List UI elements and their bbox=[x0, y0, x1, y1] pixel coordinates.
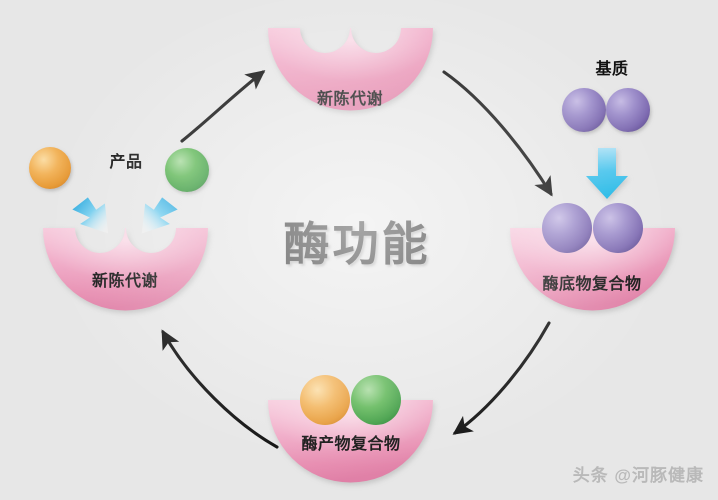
enzyme-product-complex bbox=[268, 375, 433, 483]
enzyme-release-label: 新陈代谢 bbox=[91, 273, 159, 290]
cycle-arrows bbox=[161, 70, 553, 449]
substrate-sphere-right bbox=[593, 203, 643, 253]
substrate-binding-arrow bbox=[586, 148, 628, 199]
enzyme-top-label: 新陈代谢 bbox=[316, 91, 384, 108]
product-free-sphere-orange bbox=[29, 147, 71, 189]
substrate-free-sphere-right bbox=[606, 88, 650, 132]
product-free-sphere-green bbox=[165, 148, 209, 192]
arrow-complex-to-product bbox=[452, 321, 551, 435]
product-release-arrow-left bbox=[72, 197, 109, 234]
product-label: 产品 bbox=[109, 154, 143, 171]
substrate-sphere-left bbox=[542, 203, 592, 253]
product-release-arrows bbox=[72, 197, 178, 234]
substrate-label: 基质 bbox=[595, 61, 629, 78]
product-release-arrow-right bbox=[141, 197, 178, 234]
enzyme-substrate-complex bbox=[510, 203, 675, 311]
arrow-product-to-release bbox=[161, 329, 279, 449]
arrow-enzyme-to-complex bbox=[442, 70, 553, 197]
substrate-free-sphere-left bbox=[562, 88, 606, 132]
product-group bbox=[29, 147, 209, 192]
substrate-group bbox=[562, 88, 650, 199]
arrow-products-to-enzyme bbox=[180, 70, 266, 143]
watermark: 头条 @河豚健康 bbox=[572, 466, 704, 485]
product-sphere-orange bbox=[300, 375, 350, 425]
product-sphere-green bbox=[351, 375, 401, 425]
enzyme-product-complex-label: 酶产物复合物 bbox=[301, 436, 401, 453]
page-title: 酶功能 bbox=[283, 218, 431, 270]
enzyme-substrate-complex-label: 酶底物复合物 bbox=[542, 276, 642, 293]
